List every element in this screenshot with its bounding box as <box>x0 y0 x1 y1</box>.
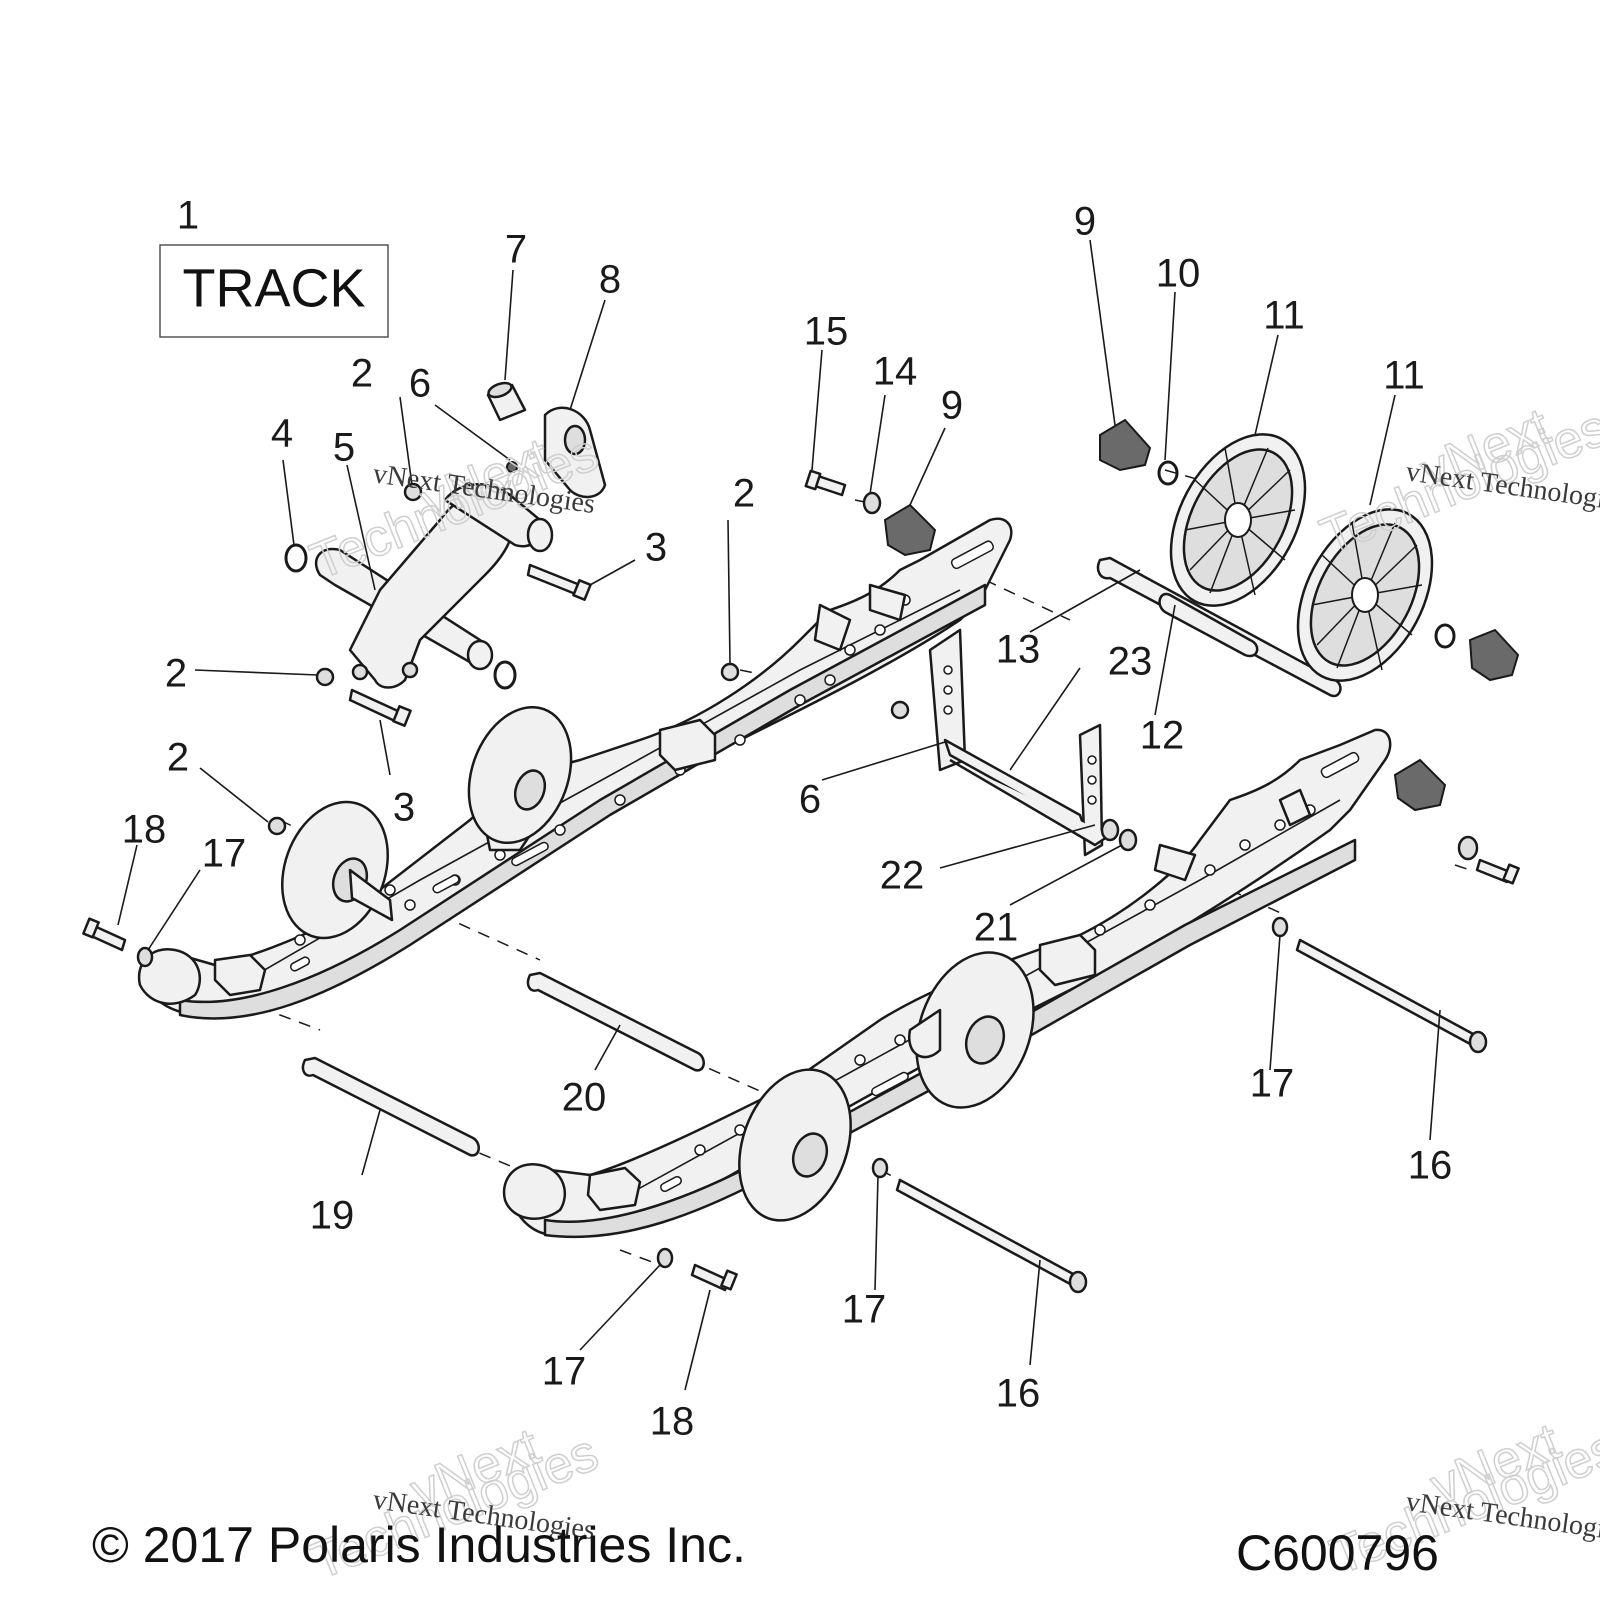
callout-17: 17 <box>542 1350 587 1394</box>
rear-wheel-11-right <box>1296 508 1434 682</box>
washer-10-right <box>1434 623 1456 649</box>
callout-11: 11 <box>1263 294 1305 338</box>
bolt-15 <box>804 469 847 497</box>
axle-adjuster-9-lower-right <box>1393 758 1447 812</box>
nut-2-lower <box>267 816 287 836</box>
washer-17-lower-left <box>656 1247 674 1269</box>
cross-shaft-19 <box>301 1056 480 1157</box>
bolt-16-lower <box>895 1178 1088 1294</box>
track-box: TRACK <box>159 244 389 338</box>
callout-7: 7 <box>505 228 527 272</box>
sleeve-7 <box>486 381 527 422</box>
callout-15: 15 <box>804 310 849 354</box>
watermark-upper-right: vNext Technologies vNext Technologies <box>1312 397 1600 567</box>
cross-shaft-20 <box>526 971 705 1072</box>
right-idler-wheel-rear <box>907 951 1035 1109</box>
callout-12: 12 <box>1140 714 1185 758</box>
nut-2-rail <box>720 662 740 682</box>
callout-18: 18 <box>122 808 167 852</box>
bolt-3-upper <box>526 563 592 601</box>
callout-1: 1 <box>177 194 199 238</box>
callout-13: 13 <box>996 628 1041 672</box>
axle-adjuster-9-mid <box>883 503 937 557</box>
rear-wheel-11-left <box>1169 433 1307 607</box>
callout-18: 18 <box>650 1400 695 1444</box>
callout-6: 6 <box>409 362 431 406</box>
callout-17: 17 <box>1250 1062 1295 1106</box>
washer-14 <box>862 491 882 515</box>
nut-2-upper-arm <box>403 482 423 502</box>
washer-17-lower-mid <box>871 1157 889 1179</box>
callout-10: 10 <box>1156 252 1201 296</box>
track-box-label: TRACK <box>182 258 365 318</box>
washer-21 <box>1118 828 1138 852</box>
bolt-3-lower <box>348 688 412 727</box>
callout-9: 9 <box>1074 200 1096 244</box>
callout-19: 19 <box>310 1194 355 1238</box>
callout-9: 9 <box>941 384 963 428</box>
torque-arm <box>314 483 554 689</box>
callout-5: 5 <box>333 426 355 470</box>
washer-17-upper-right <box>1271 916 1289 938</box>
o-ring-right <box>493 660 517 690</box>
callout-2: 2 <box>733 472 755 516</box>
callout-16: 16 <box>1408 1144 1453 1188</box>
washer-22-nut <box>890 700 910 720</box>
callout-8: 8 <box>599 258 621 302</box>
nut-2-left <box>315 667 335 687</box>
callout-22: 22 <box>880 854 925 898</box>
callout-23: 23 <box>1108 640 1153 684</box>
right-idler-wheel-front <box>738 1068 852 1222</box>
bolt-right-rail <box>1475 858 1520 885</box>
bolt-18-front <box>82 917 127 952</box>
right-rail <box>502 728 1392 1239</box>
bracket-8 <box>543 406 607 499</box>
leader-lines <box>117 239 1441 1391</box>
callout-16: 16 <box>996 1372 1041 1416</box>
callout-14: 14 <box>873 350 918 394</box>
washer-10 <box>1157 460 1179 486</box>
axle-adjuster-9-right <box>1468 628 1520 682</box>
callout-2: 2 <box>165 652 187 696</box>
callout-20: 20 <box>562 1076 607 1120</box>
callout-17: 17 <box>202 832 247 876</box>
bolt-16-upper <box>1295 938 1488 1054</box>
callout-labels: 1 2 6 7 8 4 5 3 2 3 2 2 15 14 9 9 10 11 … <box>122 194 1453 1444</box>
callout-17: 17 <box>842 1288 887 1332</box>
o-ring-4 <box>284 543 308 573</box>
washer-17-front-left <box>136 946 154 968</box>
left-idler-wheel-front <box>281 800 394 940</box>
callout-3: 3 <box>393 786 415 830</box>
copyright-text: © 2017 Polaris Industries Inc. <box>92 1517 746 1573</box>
rear-axle-12 <box>1096 556 1342 698</box>
callout-2: 2 <box>167 736 189 780</box>
callout-21: 21 <box>974 906 1019 950</box>
rear-arm-23 <box>928 628 1120 857</box>
left-idler-wheel-rear <box>467 705 573 845</box>
callout-6: 6 <box>799 778 821 822</box>
bolt-18-rear <box>690 1263 738 1292</box>
callout-3: 3 <box>645 526 667 570</box>
figure-code: C600796 <box>1236 1525 1439 1581</box>
callout-4: 4 <box>271 412 293 456</box>
washer-right-rail <box>1457 835 1479 861</box>
callout-2: 2 <box>351 352 373 396</box>
axle-adjuster-9-upper <box>1099 418 1152 472</box>
callout-11: 11 <box>1383 354 1425 398</box>
grease-fitting-6-upper <box>506 461 518 473</box>
